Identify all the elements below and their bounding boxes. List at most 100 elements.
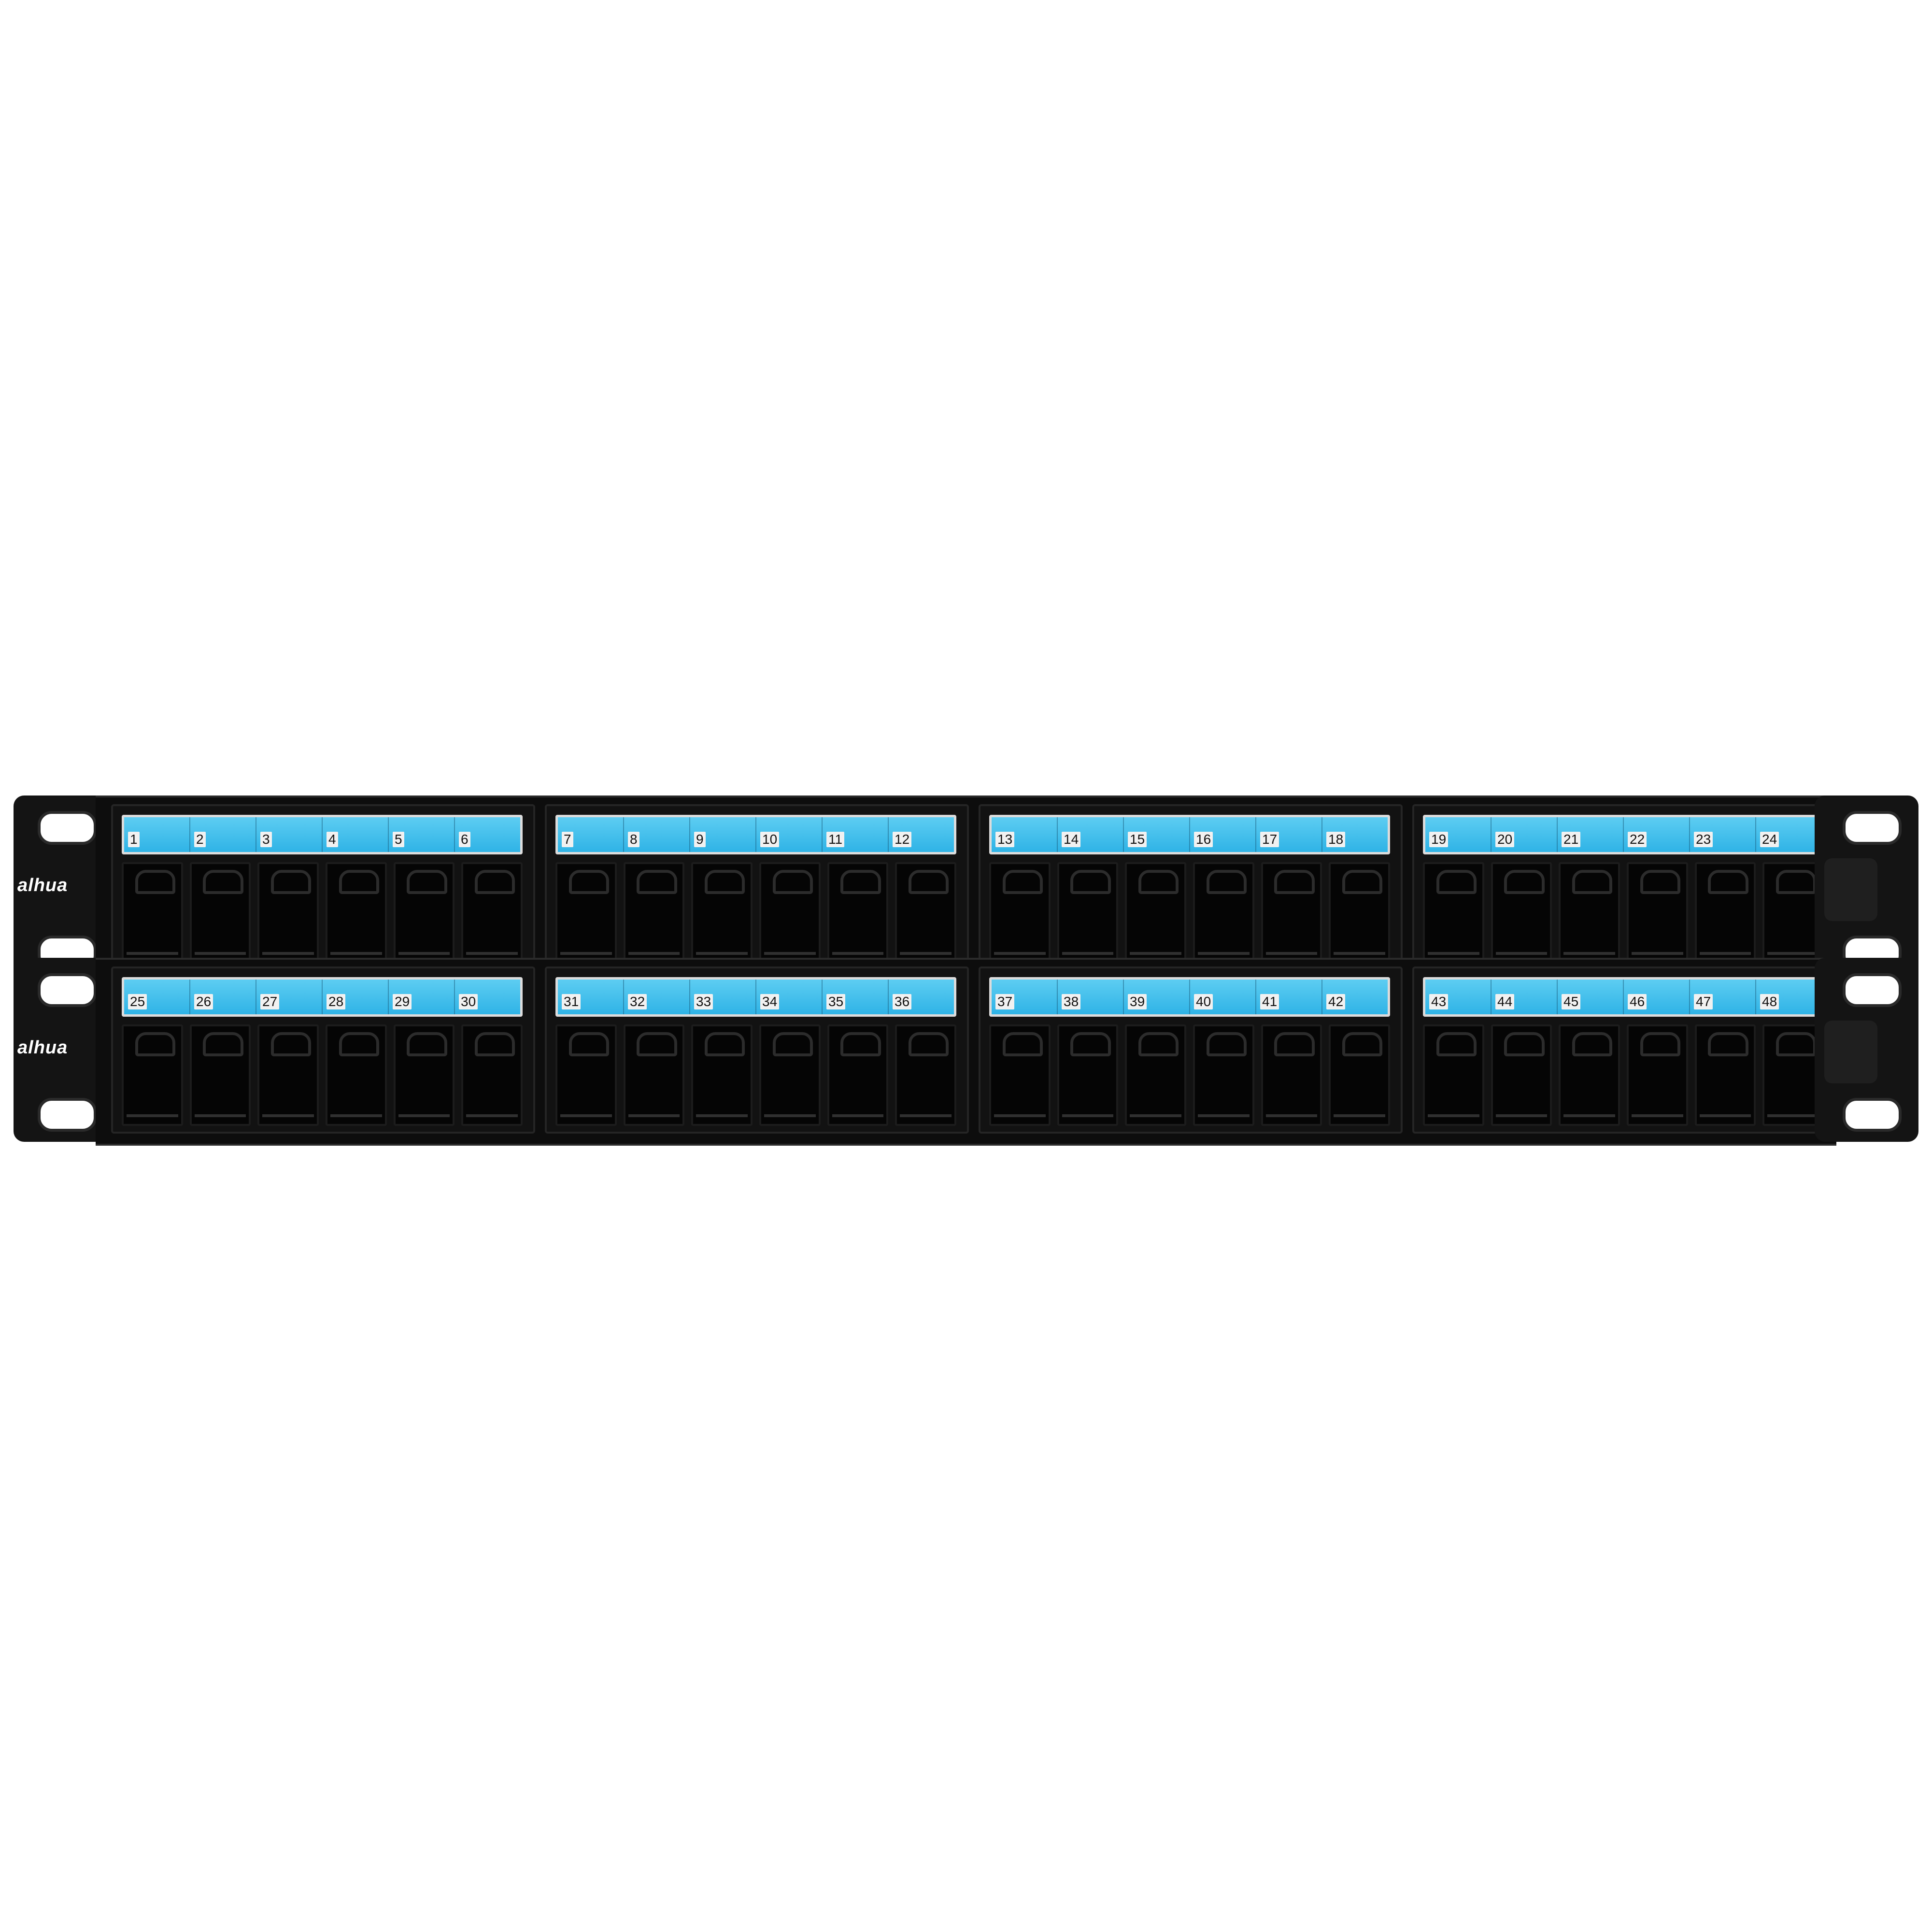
- rj45-port: [895, 1024, 957, 1126]
- port-number: 46: [1628, 994, 1647, 1009]
- port-number: 3: [260, 832, 272, 847]
- port-number: 48: [1760, 994, 1779, 1009]
- label-cell: 27: [256, 980, 323, 1014]
- port-row: [989, 1024, 1391, 1126]
- port-number: 40: [1194, 994, 1213, 1009]
- label-cell: 33: [690, 980, 756, 1014]
- rj45-port: [1057, 1024, 1119, 1126]
- label-cell: 29: [389, 980, 455, 1014]
- rj45-port: [122, 1024, 183, 1126]
- port-row: [1423, 862, 1824, 964]
- rj45-port: [759, 1024, 821, 1126]
- rj45-port: [1694, 862, 1756, 964]
- rj45-port: [759, 862, 821, 964]
- label-cell: 13: [992, 817, 1058, 852]
- port-number: 44: [1495, 994, 1515, 1009]
- port-number: 39: [1128, 994, 1147, 1009]
- rj45-port: [189, 862, 251, 964]
- label-cell: 28: [323, 980, 389, 1014]
- rj45-port: [623, 1024, 685, 1126]
- rj45-port: [326, 862, 387, 964]
- brand-logo: alhua: [17, 875, 68, 895]
- port-number: 33: [694, 994, 713, 1009]
- rj45-port: [555, 862, 617, 964]
- label-cell: 47: [1690, 980, 1756, 1014]
- port-number: 21: [1562, 832, 1581, 847]
- port-number: 9: [694, 832, 706, 847]
- label-cell: 24: [1756, 817, 1821, 852]
- rj45-port: [1261, 1024, 1322, 1126]
- port-number: 1: [128, 832, 140, 847]
- label-cell: 5: [389, 817, 455, 852]
- port-number: 29: [393, 994, 412, 1009]
- port-number: 13: [995, 832, 1015, 847]
- port-number: 27: [260, 994, 280, 1009]
- mounting-hole: [38, 1098, 97, 1132]
- label-cell: 46: [1624, 980, 1690, 1014]
- label-cell: 39: [1124, 980, 1190, 1014]
- port-number: 23: [1694, 832, 1713, 847]
- label-cell: 4: [323, 817, 389, 852]
- cable-guide: [1824, 1021, 1877, 1083]
- port-row: [122, 862, 523, 964]
- rj45-port: [1329, 1024, 1391, 1126]
- port-number: 18: [1326, 832, 1346, 847]
- port-row: [989, 862, 1391, 964]
- port-number: 30: [459, 994, 478, 1009]
- rj45-port: [555, 1024, 617, 1126]
- port-number: 19: [1429, 832, 1449, 847]
- rj45-port: [1627, 862, 1688, 964]
- label-cell: 7: [558, 817, 624, 852]
- brand-logo: alhua: [17, 1037, 68, 1058]
- label-cell: 21: [1558, 817, 1624, 852]
- mounting-hole: [1843, 811, 1902, 845]
- port-label-strip: 25 26 27 28 29 30: [122, 977, 523, 1017]
- rj45-port: [1193, 1024, 1254, 1126]
- label-cell: 20: [1492, 817, 1558, 852]
- label-cell: 38: [1058, 980, 1124, 1014]
- label-cell: 10: [756, 817, 823, 852]
- port-number: 34: [760, 994, 780, 1009]
- rj45-port: [623, 862, 685, 964]
- port-number: 47: [1694, 994, 1713, 1009]
- port-number: 5: [393, 832, 404, 847]
- label-cell: 2: [190, 817, 256, 852]
- label-cell: 25: [124, 980, 190, 1014]
- label-cell: 26: [190, 980, 256, 1014]
- rj45-port: [1329, 862, 1391, 964]
- port-number: 41: [1260, 994, 1279, 1009]
- label-cell: 19: [1425, 817, 1492, 852]
- port-number: 15: [1128, 832, 1147, 847]
- label-cell: 16: [1190, 817, 1256, 852]
- port-row: [555, 1024, 957, 1126]
- label-cell: 34: [756, 980, 823, 1014]
- rj45-port: [1057, 862, 1119, 964]
- label-cell: 42: [1322, 980, 1388, 1014]
- label-cell: 17: [1256, 817, 1322, 852]
- mounting-hole: [1843, 1098, 1902, 1132]
- rj45-port: [326, 1024, 387, 1126]
- port-number: 11: [826, 832, 845, 847]
- label-cell: 32: [624, 980, 690, 1014]
- label-cell: 14: [1058, 817, 1124, 852]
- port-number: 42: [1326, 994, 1346, 1009]
- port-row: [555, 862, 957, 964]
- port-number: 22: [1628, 832, 1647, 847]
- label-cell: 11: [823, 817, 889, 852]
- label-cell: 6: [455, 817, 520, 852]
- rj45-port: [1261, 862, 1322, 964]
- port-number: 26: [194, 994, 213, 1009]
- label-cell: 8: [624, 817, 690, 852]
- rj45-port: [1423, 1024, 1484, 1126]
- port-number: 32: [628, 994, 647, 1009]
